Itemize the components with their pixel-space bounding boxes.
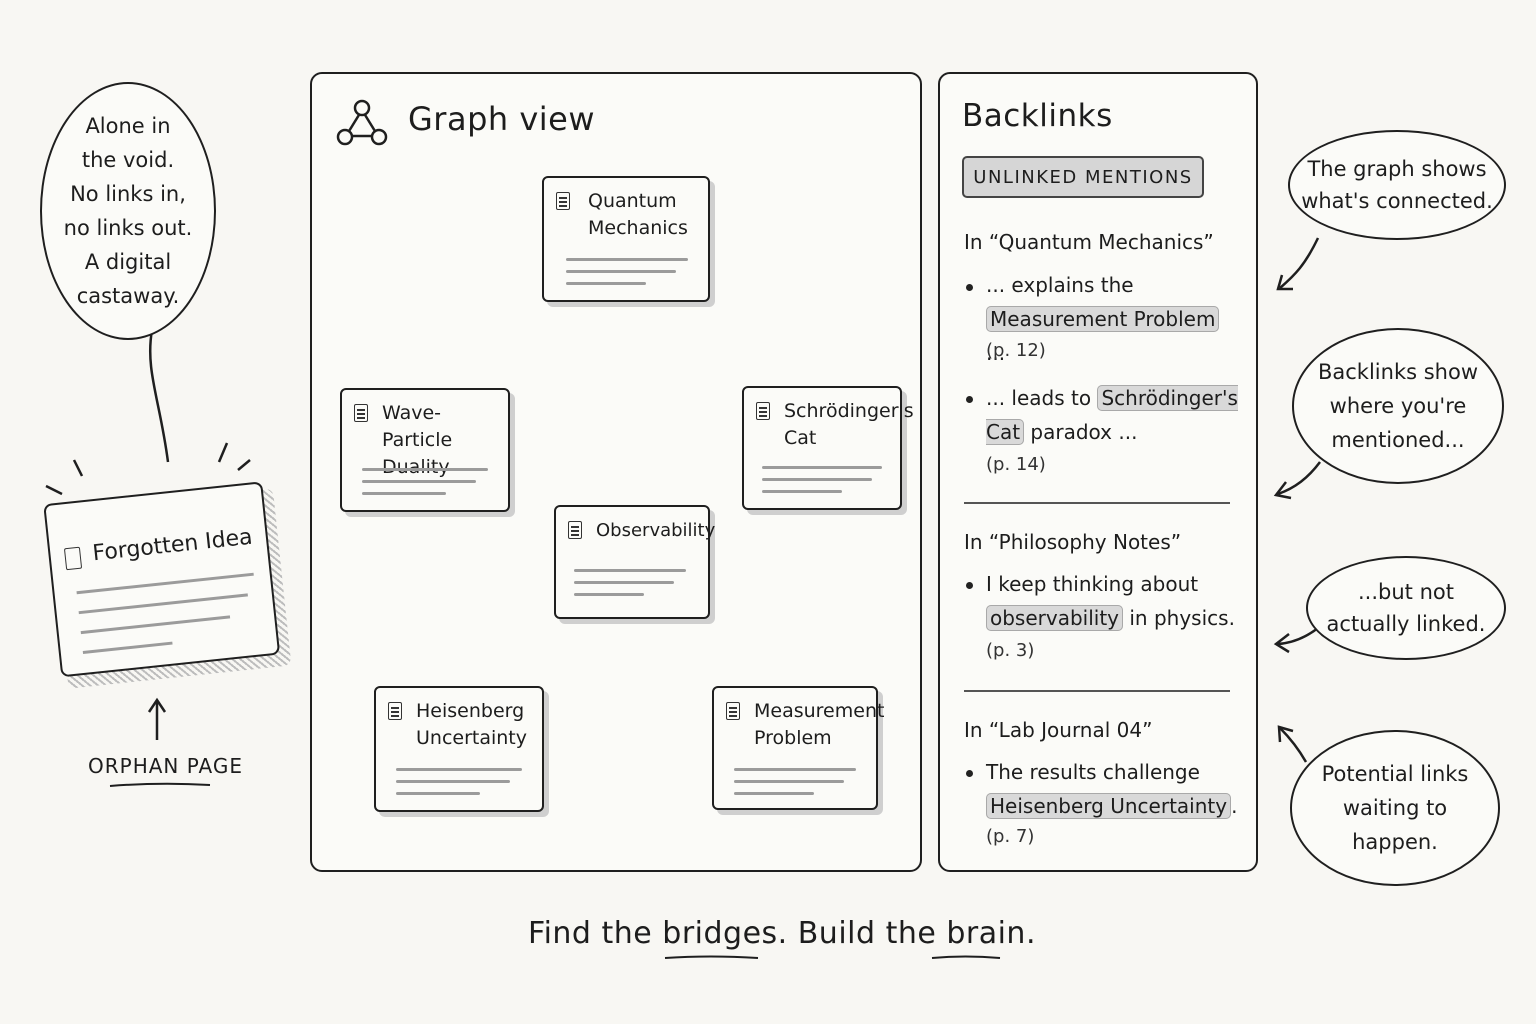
backlinks-title: Backlinks	[962, 98, 1113, 134]
graph-node-schrodingers-cat[interactable]: Schrödinger's Cat	[742, 386, 914, 510]
mention-text: paradox ...	[1030, 420, 1138, 444]
document-icon	[63, 546, 83, 571]
callout-text: Backlinks show where you're mentioned...	[1317, 360, 1478, 452]
mention-item: The results challenge Heisenberg Uncerta…	[986, 755, 1241, 823]
orphan-card[interactable]: Forgotten Idea	[43, 481, 292, 689]
divider	[964, 502, 1230, 504]
page-ref: (p. 7)	[986, 826, 1035, 847]
mention-text: ...	[986, 341, 1006, 365]
orphan-speech-bubble: Alone in the void. No links in, no links…	[40, 82, 216, 340]
graph-icon	[336, 99, 388, 146]
footer-tagline: Find the bridges. Build the brain.	[528, 916, 1036, 951]
mention-text: ... leads to	[986, 386, 1092, 410]
callout-text: The graph shows what's connected.	[1301, 157, 1493, 213]
callout-graph-connected: The graph shows what's connected.	[1288, 130, 1506, 240]
callout-backlinks-mentioned: Backlinks show where you're mentioned...	[1292, 328, 1504, 484]
mention-item: I keep thinking about observability in p…	[986, 567, 1236, 635]
node-label: Heisenberg Uncertainty	[416, 700, 528, 749]
callout-potential-links: Potential links waiting to happen.	[1290, 730, 1500, 886]
mention-text: .	[1231, 794, 1238, 818]
orphan-card-title: Forgotten Idea	[91, 524, 254, 567]
mention-text: The results challenge	[986, 760, 1200, 784]
callout-arrows	[1273, 237, 1321, 763]
page-ref: (p. 3)	[986, 640, 1035, 661]
unlinked-mentions-badge[interactable]: UNLINKED MENTIONS	[962, 156, 1204, 198]
page-ref: (p. 14)	[986, 454, 1046, 475]
graph-node-quantum-mechanics[interactable]: Quantum Mechanics	[542, 176, 710, 302]
node-label: Measurement Problem	[754, 700, 885, 749]
callout-text: ...but not actually linked.	[1326, 580, 1486, 636]
orphan-sparks	[45, 442, 251, 496]
graph-node-heisenberg-uncertainty[interactable]: Heisenberg Uncertainty	[374, 686, 544, 812]
node-label: Wave-Particle Duality	[382, 402, 453, 478]
orphan-bubble-text: Alone in the void. No links in, no links…	[63, 114, 193, 308]
callout-not-linked: ...but not actually linked.	[1306, 556, 1506, 660]
mention-text: I keep thinking about	[986, 572, 1199, 596]
section-heading: In “Quantum Mechanics”	[964, 230, 1214, 254]
document-icon	[756, 402, 770, 420]
callout-text: Potential links waiting to happen.	[1321, 762, 1469, 854]
document-icon	[556, 192, 570, 210]
badge-label: UNLINKED MENTIONS	[973, 166, 1193, 188]
document-icon	[388, 702, 402, 720]
document-icon	[726, 702, 740, 720]
mention-highlight[interactable]: Measurement Problem	[986, 306, 1220, 332]
mention-text: ... explains the	[986, 273, 1134, 297]
section-heading: In “Philosophy Notes”	[964, 530, 1182, 554]
document-icon	[354, 404, 368, 422]
mention-highlight[interactable]: Heisenberg Uncertainty	[986, 793, 1232, 819]
page-ref: (p. 12)	[986, 340, 1046, 361]
orphan-page-label: ORPHAN PAGE	[88, 754, 243, 778]
mention-text: in physics.	[1129, 606, 1235, 630]
mention-item: ... explains the Measurement Problem ...	[986, 268, 1236, 370]
graph-node-observability[interactable]: Observability	[554, 505, 716, 619]
backlinks-panel	[938, 72, 1258, 872]
document-icon	[568, 521, 582, 539]
graph-node-measurement-problem[interactable]: Measurement Problem	[712, 686, 885, 810]
section-heading: In “Lab Journal 04”	[964, 718, 1153, 742]
node-label: Quantum Mechanics	[588, 190, 688, 239]
node-label: Schrödinger's Cat	[784, 400, 914, 449]
mention-highlight[interactable]: observability	[986, 605, 1124, 631]
graph-node-wave-particle-duality[interactable]: Wave-Particle Duality	[340, 388, 510, 512]
divider	[964, 690, 1230, 692]
node-label: Observability	[596, 520, 716, 541]
graph-view-title: Graph view	[408, 100, 596, 138]
mention-item: ... leads to Schrödinger's Cat paradox .…	[986, 381, 1246, 449]
